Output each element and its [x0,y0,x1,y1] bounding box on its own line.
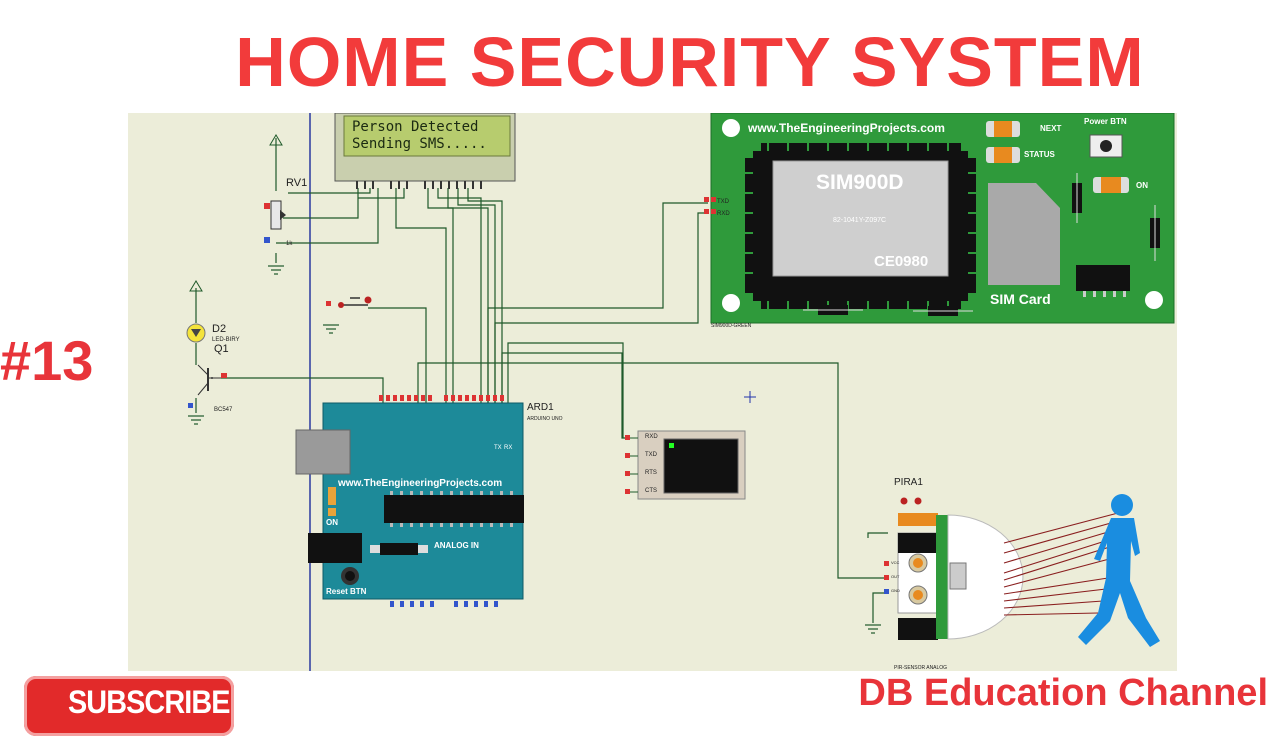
transistor-part: BC547 [214,407,233,413]
page-title: HOME SECURITY SYSTEM [235,23,1145,101]
gsm-part-label: SIM900D-GREEN [711,323,752,329]
gsm-cert: CE0980 [874,253,929,270]
rv1-label: RV1 [286,177,308,189]
arduino-reset-label: Reset BTN [326,587,367,596]
terminal-pin-rts: RTS [645,470,657,476]
rv1-value: 1k [286,241,293,247]
arduino-website: www.TheEngineeringProjects.com [338,478,503,489]
gsm-rxd-label: RXD [717,211,730,217]
terminal-pin-txd: TXD [645,452,657,458]
arduino-part: ARDUINO UNO [527,416,563,422]
episode-number: #13 [0,329,94,392]
led-part: LED-BIRY [212,337,240,343]
gsm-website: www.TheEngineeringProjects.com [748,121,945,135]
subscribe-button[interactable]: SUBSCRIBE [24,676,234,736]
led-label: D2 [212,323,227,335]
pir-part: PIR-SENSOR ANALOG [894,665,948,671]
schematic-canvas[interactable]: Person Detected Sending SMS..... RV1 1k … [128,113,1177,671]
lcd-line-2: Sending SMS..... [352,136,487,152]
gsm-power-label: Power BTN [1084,117,1127,126]
arduino-name: ARD1 [527,402,554,413]
terminal-pin-rxd: RXD [645,434,658,440]
pir-pin-out: OUT [891,574,900,579]
arduino-on-label: ON [326,518,338,527]
gsm-next-label: NEXT [1040,124,1062,133]
gsm-status-label: STATUS [1024,150,1055,159]
schematic-drawing [186,113,1175,671]
gsm-model: SIM900D [816,171,904,194]
terminal-pin-cts: CTS [645,488,657,494]
transistor-label: Q1 [214,343,229,355]
channel-name: DB Education Channel [858,672,1268,714]
pir-pin-gnd: GND [891,588,900,593]
lcd-line-1: Person Detected [352,119,479,135]
arduino-rx-label: RX [504,445,513,451]
gsm-on-label: ON [1136,181,1148,190]
subscribe-label: SUBSCRIBE [68,684,230,720]
gsm-code: 82-1041Y-Z097C [833,217,887,224]
arduino-tx-label: TX [494,445,502,451]
gsm-txd-label: TXD [717,199,729,205]
gsm-sim-label: SIM Card [990,291,1051,307]
pir-name: PIRA1 [894,477,923,488]
arduino-analog-label: ANALOG IN [434,541,479,550]
pir-pin-vcc: VCC [891,560,900,565]
